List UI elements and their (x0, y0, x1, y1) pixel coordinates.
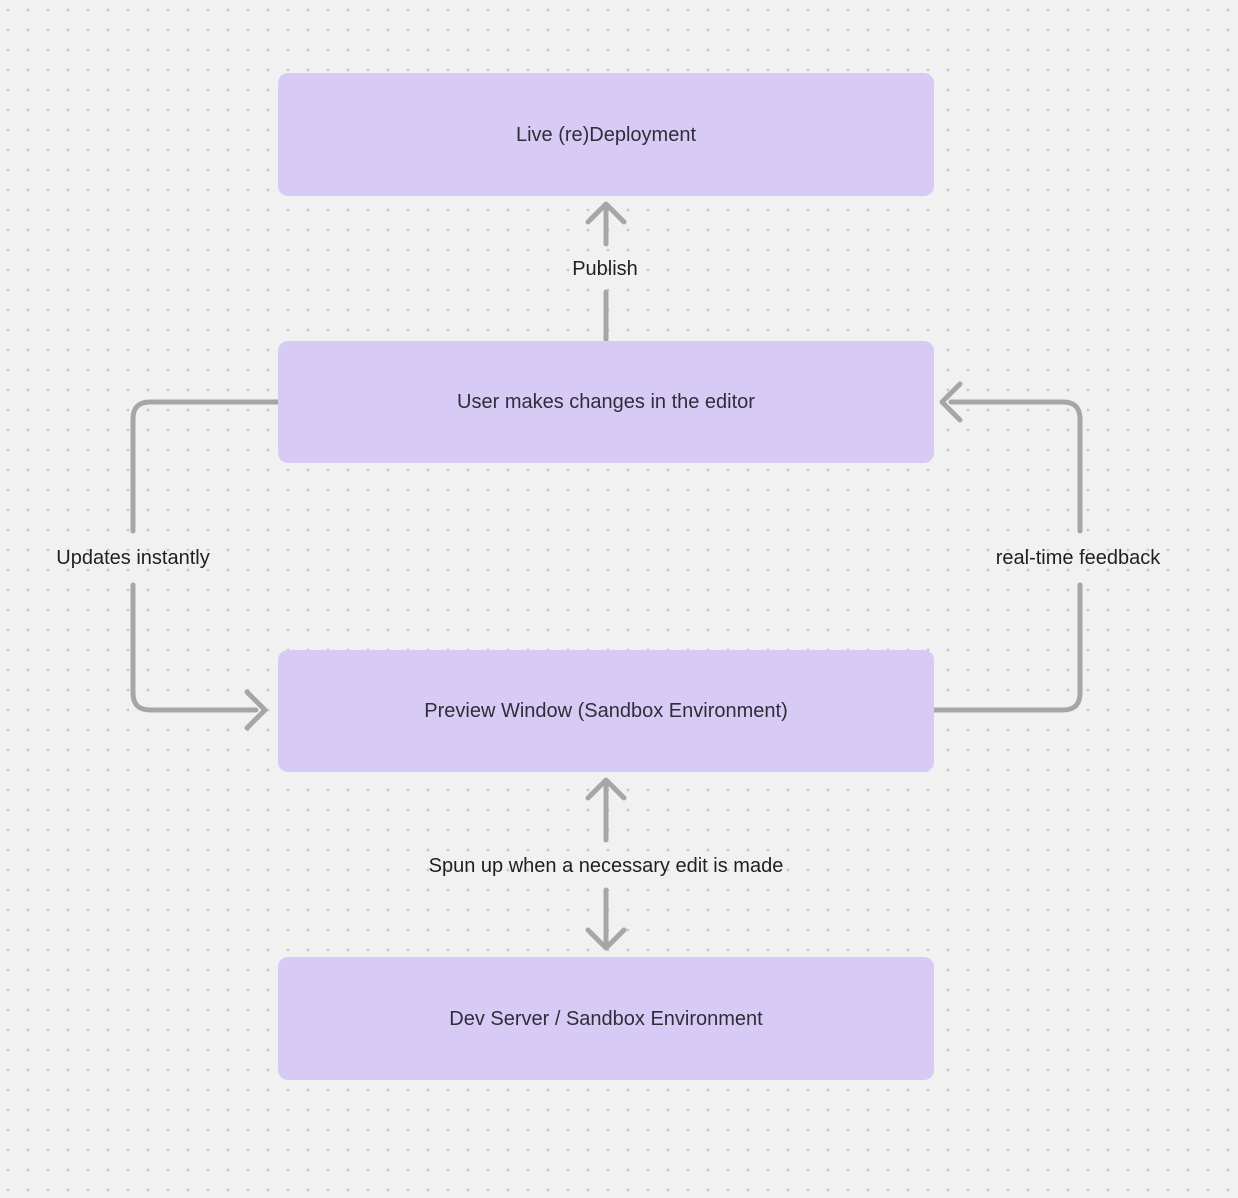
edge-real-time-feedback-arrow (931, 381, 1083, 713)
edge-publish-arrow (585, 201, 627, 343)
node-label: Preview Window (Sandbox Environment) (424, 700, 788, 722)
edge-label-spun-up: Spun up when a necessary edit is made (428, 855, 784, 877)
node-dev-server: Dev Server / Sandbox Environment (278, 957, 934, 1080)
spunup-arrowhead-up (585, 777, 627, 801)
edge-spun-up-arrow (585, 777, 627, 951)
edge-label-updates-instantly: Updates instantly (56, 547, 210, 569)
node-live-redeployment: Live (re)Deployment (278, 73, 934, 196)
node-user-editor: User makes changes in the editor (278, 341, 934, 463)
feedback-arrowhead-left (939, 381, 963, 423)
edge-updates-instantly-arrow (130, 399, 281, 731)
node-label: Dev Server / Sandbox Environment (449, 1007, 763, 1030)
feedback-arrow-upper (948, 399, 1083, 534)
node-label: User makes changes in the editor (457, 391, 755, 413)
updates-arrowhead-right (244, 689, 268, 731)
updates-arrow-upper (130, 399, 281, 534)
publish-arrowhead-up (585, 201, 627, 225)
node-preview-window: Preview Window (Sandbox Environment) (278, 650, 934, 772)
node-label: Live (re)Deployment (515, 123, 697, 146)
edge-label-real-time-feedback: real-time feedback (995, 547, 1161, 569)
feedback-arrow-lower (931, 582, 1083, 713)
edge-label-publish: Publish (572, 258, 638, 280)
spunup-arrowhead-down (585, 927, 627, 951)
updates-arrow-lower (130, 582, 259, 713)
